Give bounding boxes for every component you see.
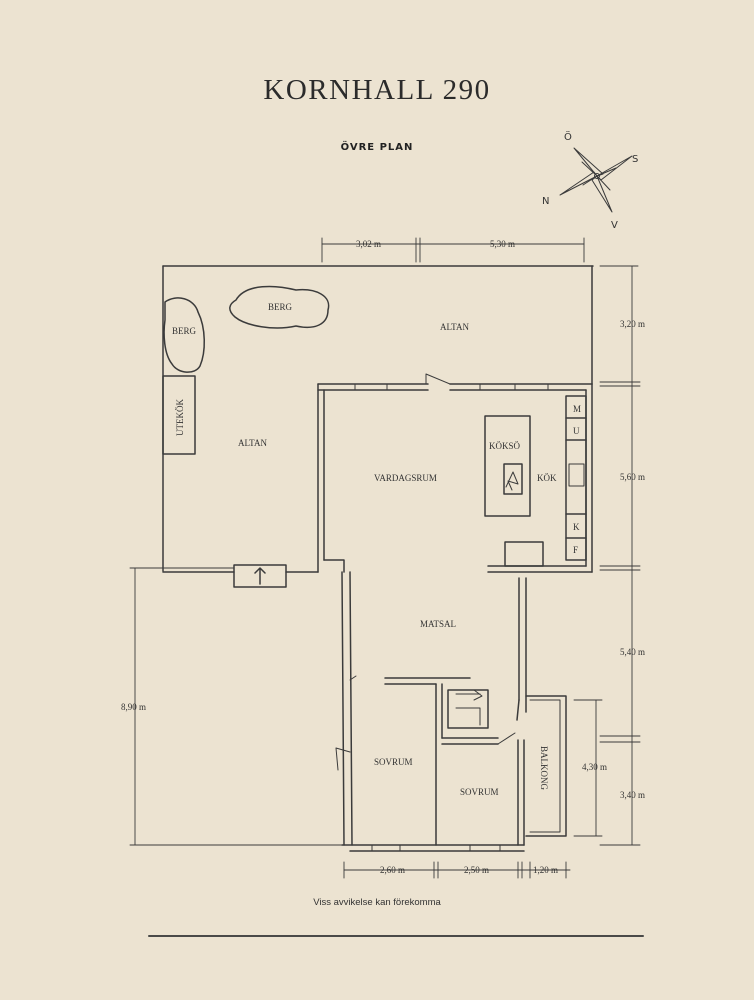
dimension-label: 5,60 m xyxy=(620,472,645,482)
appliance-label: M xyxy=(573,404,581,414)
room-label-kokso: KÖKSÖ xyxy=(489,441,521,451)
room-label-matsal: MATSAL xyxy=(420,619,456,629)
compass-label-south: S xyxy=(632,154,638,165)
floor-label: ÖVRE PLAN xyxy=(340,142,414,153)
wall xyxy=(341,844,525,852)
compass-icon xyxy=(559,147,633,213)
staircase xyxy=(447,689,489,729)
compass-label-east: Ö xyxy=(564,130,572,143)
kitchen-cabinet xyxy=(504,541,544,567)
room-label-altan: ALTAN xyxy=(238,438,267,448)
room-label-kok: KÖK xyxy=(537,473,557,483)
wall xyxy=(516,577,527,846)
dimension-label: 8,90 m xyxy=(121,702,146,712)
room-label-sovrum: SOVRUM xyxy=(460,787,499,797)
wall xyxy=(317,373,593,846)
dimension-label: 3,02 m xyxy=(356,239,381,249)
room-label-sovrum: SOVRUM xyxy=(374,757,413,767)
compass-label-west: V xyxy=(611,220,618,231)
window xyxy=(354,383,549,391)
room-label-berg: BERG xyxy=(268,302,293,312)
dimension-label: 4,30 m xyxy=(582,762,607,772)
dimension-label: 5,30 m xyxy=(490,239,515,249)
room-label-vardagsrum: VARDAGSRUM xyxy=(374,473,437,483)
appliance-label: U xyxy=(573,426,580,436)
compass-label-north: N xyxy=(542,196,549,207)
disclaimer-note: Viss avvikelse kan förekomma xyxy=(313,897,441,908)
kitchen-island xyxy=(484,415,531,517)
dimension-lines xyxy=(129,237,641,879)
room-label-balkong: BALKONG xyxy=(539,746,549,790)
kitchen-counter xyxy=(565,395,587,561)
altan-door xyxy=(233,564,287,588)
dimension-label: 2,50 m xyxy=(464,865,489,875)
appliance-label: F xyxy=(573,545,578,555)
room-label-berg: BERG xyxy=(172,326,197,336)
wall xyxy=(335,675,516,846)
room-label-utekok: UTEKÖK xyxy=(175,399,185,436)
balkong-outline xyxy=(525,695,567,837)
appliance-label: K xyxy=(573,522,580,532)
divider xyxy=(148,935,644,937)
room-label-altan: ALTAN xyxy=(440,322,469,332)
rock-outline xyxy=(229,285,330,329)
utekok-counter xyxy=(162,375,196,455)
dimension-label: 1,20 m xyxy=(533,865,558,875)
dimension-label: 2,60 m xyxy=(380,865,405,875)
page-title: KORNHALL 290 xyxy=(263,74,491,106)
dimension-label: 3,20 m xyxy=(620,319,645,329)
dimension-label: 5,40 m xyxy=(620,647,645,657)
altan-outline xyxy=(162,265,594,573)
dimension-label: 3,40 m xyxy=(620,790,645,800)
rock-outline xyxy=(163,297,205,373)
